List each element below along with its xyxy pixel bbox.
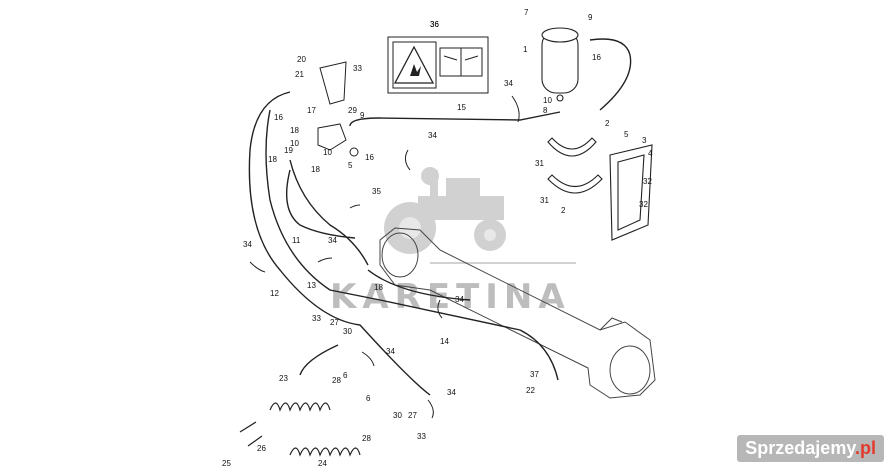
part-label-p16b: 16 bbox=[274, 113, 283, 122]
part-label-p20: 20 bbox=[297, 55, 306, 64]
part-label-p34f: 34 bbox=[386, 347, 395, 356]
part-label-p12: 12 bbox=[270, 289, 279, 298]
marketplace-badge: Sprzedajemy.pl bbox=[737, 435, 884, 462]
part-label-p34e: 34 bbox=[455, 295, 464, 304]
control-valve bbox=[317, 61, 359, 157]
part-label-p24: 24 bbox=[318, 459, 327, 468]
part-label-p37: 37 bbox=[530, 370, 539, 379]
part-label-p6b: 6 bbox=[366, 394, 371, 403]
part-label-p34a: 34 bbox=[504, 79, 513, 88]
coiled-hoses bbox=[239, 402, 361, 457]
air-tank bbox=[541, 27, 579, 102]
part-label-p35: 35 bbox=[372, 187, 381, 196]
part-label-p2a: 2 bbox=[605, 119, 610, 128]
part-label-p9b: 9 bbox=[360, 111, 365, 120]
part-label-p33b: 33 bbox=[312, 314, 321, 323]
part-label-p18a: 18 bbox=[290, 126, 299, 135]
callout-arrows bbox=[249, 95, 520, 419]
part-label-p34g: 34 bbox=[447, 388, 456, 397]
part-label-p17: 17 bbox=[307, 106, 316, 115]
part-label-p18d: 18 bbox=[374, 283, 383, 292]
part-label-p28b: 28 bbox=[362, 434, 371, 443]
part-label-p16a: 16 bbox=[592, 53, 601, 62]
part-label-p23: 23 bbox=[279, 374, 288, 383]
part-label-p2b: 2 bbox=[561, 206, 566, 215]
part-label-p7: 7 bbox=[524, 8, 529, 17]
part-label-p4: 4 bbox=[648, 149, 653, 158]
part-label-p28a: 28 bbox=[332, 376, 341, 385]
part-label-p13: 13 bbox=[307, 281, 316, 290]
part-label-p16c: 16 bbox=[365, 153, 374, 162]
part-label-p33c: 33 bbox=[417, 432, 426, 441]
tank-brackets bbox=[547, 137, 653, 241]
watermark-text: KARETINA bbox=[330, 277, 571, 317]
part-label-p10c: 10 bbox=[323, 148, 332, 157]
axle bbox=[379, 227, 656, 399]
part-label-p15: 15 bbox=[457, 103, 466, 112]
part-label-p21: 21 bbox=[295, 70, 304, 79]
part-label-p31b: 31 bbox=[540, 196, 549, 205]
part-label-p32b: 32 bbox=[639, 200, 648, 209]
part-label-p34c: 34 bbox=[243, 240, 252, 249]
part-label-p34b: 34 bbox=[428, 131, 437, 140]
part-label-p30b: 30 bbox=[393, 411, 402, 420]
part-label-p30a: 30 bbox=[343, 327, 352, 336]
part-label-p25: 25 bbox=[222, 459, 231, 468]
part-label-p27b: 27 bbox=[408, 411, 417, 420]
part-label-p14: 14 bbox=[440, 337, 449, 346]
part-label-p1: 1 bbox=[523, 45, 528, 54]
watermark-tractor-icon bbox=[384, 167, 576, 264]
part-label-p3: 3 bbox=[642, 136, 647, 145]
part-label-p19: 19 bbox=[284, 146, 293, 155]
part-label-p10a: 10 bbox=[543, 96, 552, 105]
part-label-p9a: 9 bbox=[588, 13, 593, 22]
part-label-p11: 11 bbox=[292, 236, 301, 245]
brake-lines bbox=[248, 38, 632, 396]
warning-decal-number: 36 bbox=[430, 20, 439, 29]
part-label-p5b: 5 bbox=[624, 130, 629, 139]
part-label-p31a: 31 bbox=[535, 159, 544, 168]
part-label-p18c: 18 bbox=[268, 155, 277, 164]
part-label-p8a: 8 bbox=[543, 106, 548, 115]
part-label-p5a: 5 bbox=[348, 161, 353, 170]
badge-text: Sprzedajemy bbox=[745, 438, 855, 458]
badge-suffix: .pl bbox=[855, 438, 876, 458]
part-label-p18b: 18 bbox=[311, 165, 320, 174]
part-label-p10b: 10 bbox=[290, 139, 299, 148]
part-label-p32a: 32 bbox=[643, 177, 652, 186]
warning-decal bbox=[387, 36, 489, 94]
part-label-p36: 36 bbox=[430, 20, 439, 29]
part-label-p33a: 33 bbox=[353, 64, 362, 73]
part-label-p6a: 6 bbox=[343, 371, 348, 380]
part-label-p22: 22 bbox=[526, 386, 535, 395]
part-label-p29: 29 bbox=[348, 106, 357, 115]
part-label-p34d: 34 bbox=[328, 236, 337, 245]
part-label-p26: 26 bbox=[257, 444, 266, 453]
part-label-p27a: 27 bbox=[330, 318, 339, 327]
